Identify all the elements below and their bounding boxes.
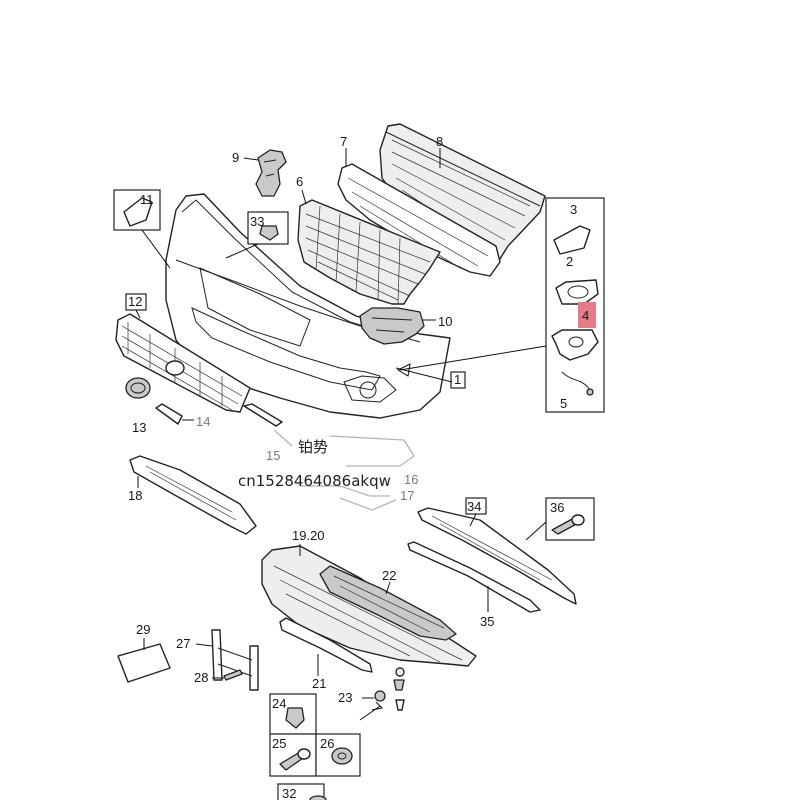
part-34-lower-trim	[417, 497, 577, 605]
label-part-18: 18	[128, 488, 142, 503]
label-box-part-1	[450, 371, 466, 389]
label-part-15: 15	[266, 448, 280, 463]
label-part-9: 9	[232, 150, 239, 165]
part-18-lower-strip	[129, 455, 257, 535]
label-part-35: 35	[480, 614, 494, 629]
label-part-27: 27	[176, 636, 190, 651]
label-part-16: 16	[404, 472, 418, 487]
part-23-fasteners	[362, 667, 405, 711]
label-part-13: 13	[132, 420, 146, 435]
label-part-10: 10	[438, 314, 452, 329]
label-part-26: 26	[320, 736, 334, 751]
part-9-bracket	[255, 149, 287, 197]
part-13-emblem	[125, 377, 151, 399]
label-part-7: 7	[340, 134, 347, 149]
label-part-24: 24	[272, 696, 286, 711]
label-part-17: 17	[400, 488, 414, 503]
label-part-25: 25	[272, 736, 286, 751]
inset-box-parts-2-5	[396, 197, 605, 413]
label-part-8: 8	[436, 134, 443, 149]
label-part-12: 12	[128, 294, 142, 309]
part-22-center-shield	[319, 565, 457, 641]
label-part-5: 5	[560, 396, 567, 411]
leader-part-22	[385, 581, 391, 595]
part-36-screw	[525, 497, 595, 541]
label-part-1: 1	[454, 372, 461, 387]
fastener-group-24-25-26	[269, 693, 384, 777]
part-21-lower-strip	[279, 617, 373, 676]
label-part-29: 29	[136, 622, 150, 637]
part-10-side-bracket	[359, 307, 425, 345]
watermark-brand: 铂势	[298, 438, 328, 456]
label-part-28: 28	[194, 670, 208, 685]
part-8-reinforcement-beam	[379, 123, 546, 263]
part-14-trim	[155, 403, 183, 425]
part-7-energy-absorber	[337, 163, 501, 277]
part-35-trim-strip	[407, 541, 541, 613]
part-15-trim-strip	[243, 403, 293, 447]
highlight-marker	[578, 302, 596, 328]
part-27-bracket	[195, 629, 259, 691]
label-part-4: 4	[582, 308, 589, 323]
part-1-bumper-cover	[165, 193, 451, 419]
watermark-seller-id: cn1528464086akqw	[238, 472, 391, 490]
label-part-21: 21	[312, 676, 326, 691]
part-28-screw	[212, 669, 243, 681]
label-part-2: 2	[566, 254, 573, 269]
part-29-plate	[117, 638, 171, 683]
label-part-3: 3	[570, 202, 577, 217]
label-part-6: 6	[296, 174, 303, 189]
part-11-tow-cover	[113, 189, 171, 269]
part-33-clip	[225, 211, 289, 259]
part-6-grille-mesh	[297, 199, 441, 305]
part-32-box	[277, 783, 327, 800]
part-12-front-grille	[115, 293, 251, 413]
leader-part-9	[243, 157, 259, 161]
label-part-11: 11	[140, 192, 154, 207]
part-16-17-ghost-trims	[300, 435, 415, 511]
label-part-14: 14	[196, 414, 210, 429]
label-part-32: 32	[282, 786, 296, 800]
label-part-22: 22	[382, 568, 396, 583]
leader-part-6	[301, 189, 307, 205]
label-part-36: 36	[550, 500, 564, 515]
label-part-34: 34	[467, 499, 481, 514]
label-part-23: 23	[338, 690, 352, 705]
leader-part-1	[395, 367, 453, 383]
label-part-33: 33	[250, 214, 264, 229]
label-part-19-20: 19.20	[292, 528, 325, 543]
